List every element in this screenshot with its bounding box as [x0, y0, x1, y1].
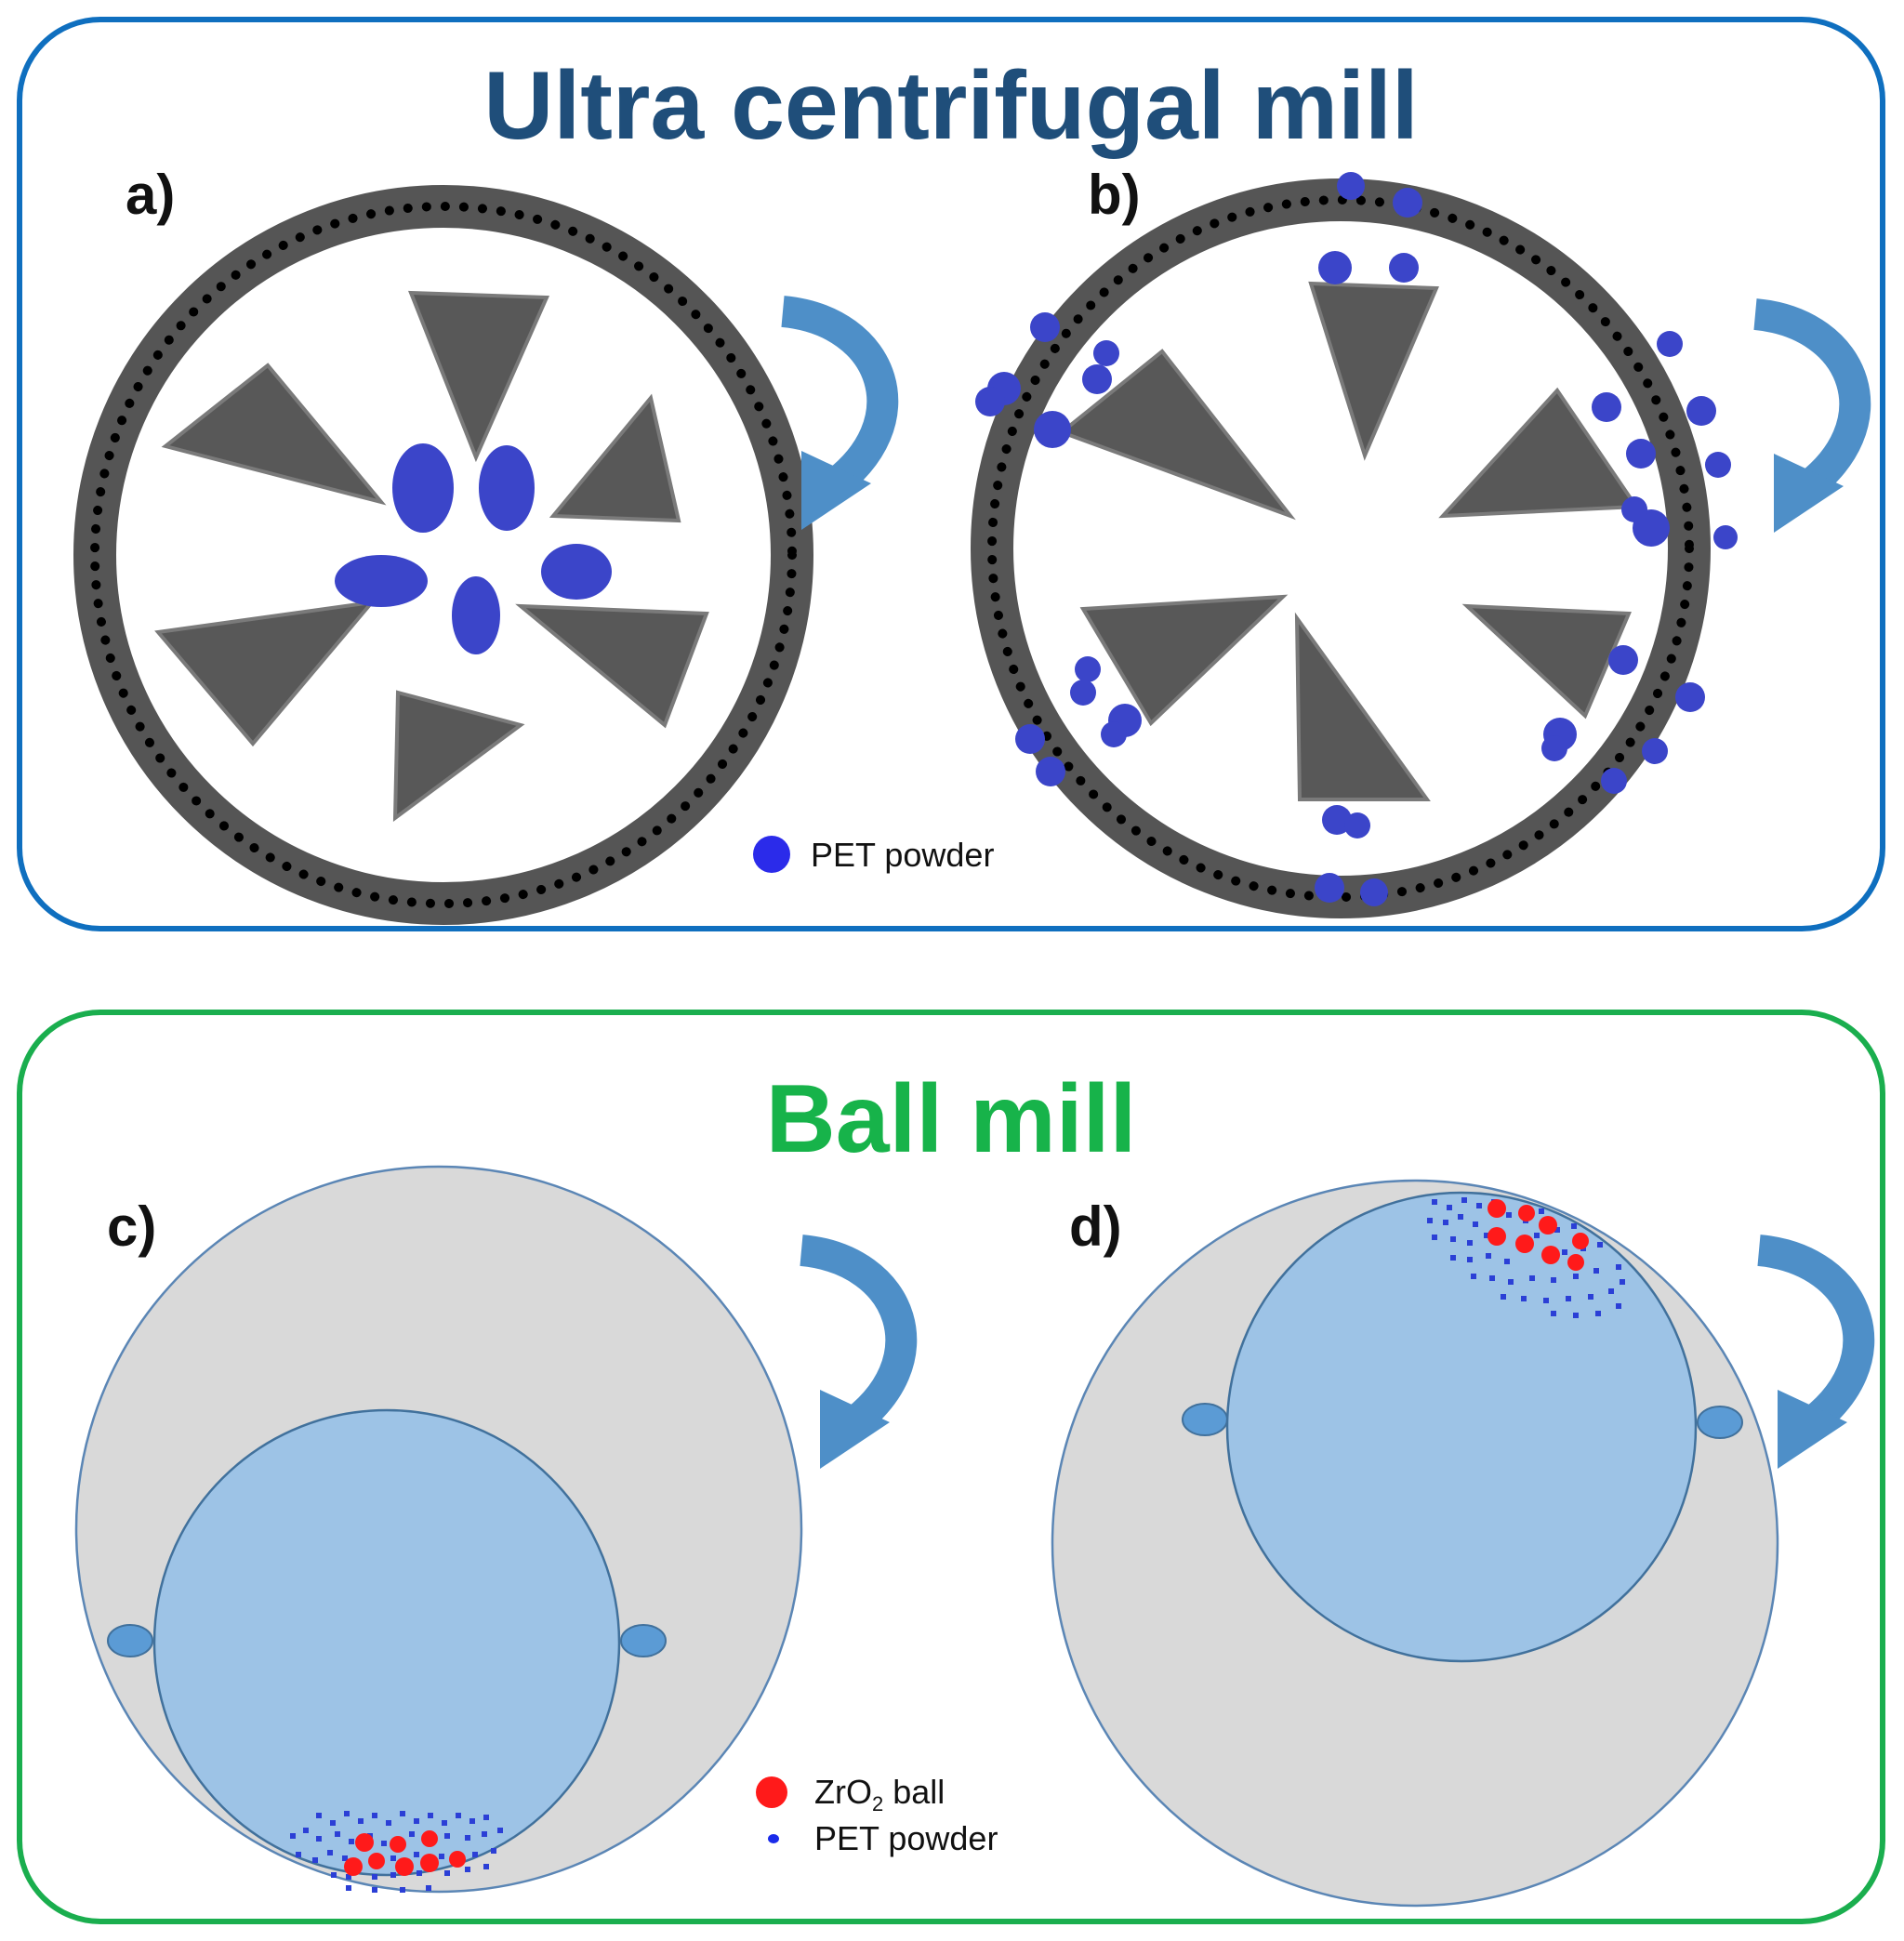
- ultra-centrifugal-mill-panel: Ultra centrifugal mill: [17, 17, 1885, 931]
- panel-title-ball-mill: Ball mill: [765, 1065, 1137, 1173]
- label-a: a): [126, 164, 176, 226]
- legend-text-pet-powder-bottom: PET powder: [814, 1819, 998, 1857]
- ball-mill-panel: Ball mill: [17, 1010, 1885, 1924]
- legend-text-pet-powder-top: PET powder: [811, 836, 995, 874]
- legend-text-zro2-ball: ZrO2 ball: [814, 1776, 945, 1815]
- legend-zro2-prefix: ZrO: [814, 1773, 872, 1811]
- label-b: b): [1088, 164, 1141, 226]
- legend-zro2-subscript: 2: [871, 1792, 884, 1816]
- label-c: c): [107, 1195, 157, 1258]
- label-d: d): [1069, 1195, 1122, 1258]
- panel-title-ultra-centrifugal-mill: Ultra centrifugal mill: [483, 52, 1419, 160]
- legend-zro2-suffix: ball: [883, 1773, 945, 1811]
